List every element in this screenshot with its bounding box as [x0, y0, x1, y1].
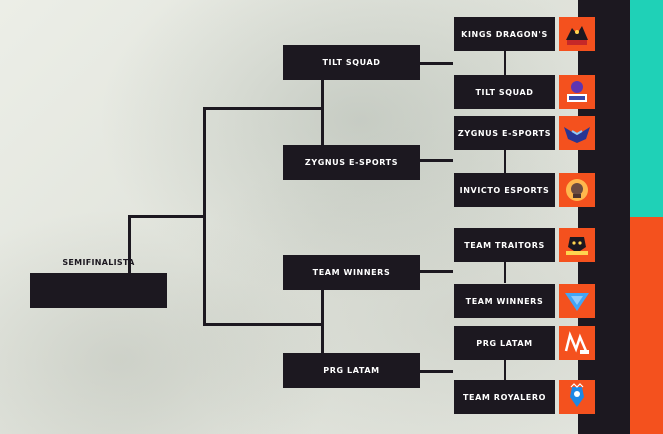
quarterfinal-slot-zygnus[interactable]: ZYGNUS E-SPORTS [283, 145, 420, 180]
bracket-line [504, 360, 506, 380]
team-name: TEAM WINNERS [465, 296, 544, 306]
bracket-line [128, 215, 131, 273]
royalero-logo-icon [559, 380, 595, 414]
team-slot-royalero[interactable]: TEAM ROYALERO [454, 380, 555, 414]
bracket-line [204, 323, 323, 326]
team-slot-kings-dragons[interactable]: KINGS DRAGON'S [454, 17, 555, 51]
team-slot-team-winners[interactable]: TEAM WINNERS [454, 284, 555, 318]
bracket-line [504, 262, 506, 283]
zygnus-logo-icon [559, 116, 595, 150]
bracket-line [128, 215, 205, 218]
team-name: INVICTO ESPORTS [459, 185, 550, 195]
team-name: TILT SQUAD [475, 87, 534, 97]
team-name: KINGS DRAGON'S [461, 29, 548, 39]
bracket-line [504, 51, 506, 75]
team-name: ZYGNUS E-SPORTS [457, 128, 552, 138]
traitors-logo-icon [559, 228, 595, 262]
team-slot-tilt-squad[interactable]: TILT SQUAD [454, 75, 555, 109]
quarterfinal-label: TEAM WINNERS [312, 268, 391, 277]
bracket-line [204, 107, 323, 110]
team-slot-prg-latam[interactable]: PRG LATAM [454, 326, 555, 360]
quarterfinal-slot-team-winners[interactable]: TEAM WINNERS [283, 255, 420, 290]
dragons-logo-icon [559, 17, 595, 51]
bracket-line [420, 270, 453, 273]
quarterfinal-slot-tilt-squad[interactable]: TILT SQUAD [283, 45, 420, 80]
bracket-line [420, 62, 453, 65]
semifinal-slot[interactable] [30, 273, 167, 308]
quarterfinal-label: ZYGNUS E-SPORTS [304, 158, 399, 167]
semifinal-label: SEMIFINALISTA [62, 258, 135, 267]
winners-logo-icon [559, 284, 595, 318]
side-stripe-dark [578, 0, 630, 434]
bracket-line [321, 80, 324, 161]
prg-logo-icon [559, 326, 595, 360]
bracket-line [420, 370, 453, 373]
team-name: TEAM TRAITORS [464, 240, 545, 250]
side-stripe-teal [630, 0, 663, 217]
bracket-line [504, 150, 506, 173]
side-stripe-orange [630, 217, 663, 434]
invicto-logo-icon [559, 173, 595, 207]
team-slot-invicto[interactable]: INVICTO ESPORTS [454, 173, 555, 207]
team-name: PRG LATAM [476, 338, 533, 348]
team-slot-zygnus[interactable]: ZYGNUS E-SPORTS [454, 116, 555, 150]
team-name: TEAM ROYALERO [462, 392, 547, 402]
quarterfinal-label: PRG LATAM [323, 366, 380, 375]
bracket-line [420, 159, 453, 162]
bracket-line [321, 290, 324, 353]
tilt-logo-icon [559, 75, 595, 109]
quarterfinal-label: TILT SQUAD [322, 58, 381, 67]
team-slot-traitors[interactable]: TEAM TRAITORS [454, 228, 555, 262]
quarterfinal-slot-prg-latam[interactable]: PRG LATAM [283, 353, 420, 388]
